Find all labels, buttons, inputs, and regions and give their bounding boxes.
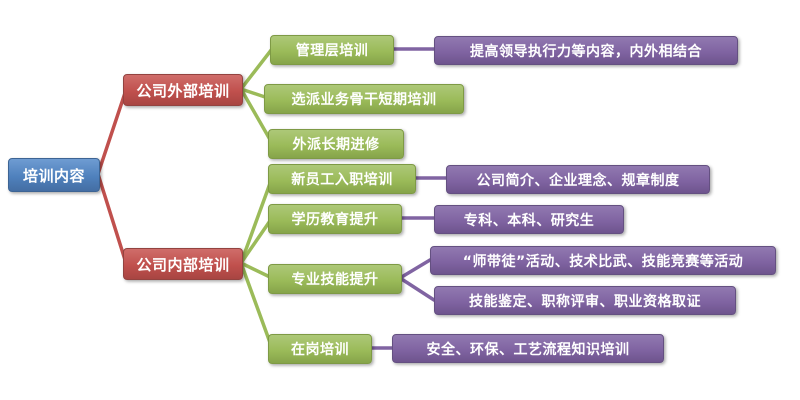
branch-internal-training: 公司内部培训: [123, 248, 243, 280]
topic-on-the-job-training: 在岗培训: [268, 334, 372, 364]
root-branch-connectors: [96, 88, 128, 265]
topic-detail-connectors: [368, 47, 448, 350]
topic-backbone-short-term-training: 选派业务骨干短期培训: [264, 84, 464, 114]
root-node: 培训内容: [8, 158, 100, 192]
detail-on-the-job: 安全、环保、工艺流程知识培训: [392, 334, 664, 363]
detail-skills-activities: “师带徒”活动、技术比武、技能竞赛等活动: [430, 246, 776, 275]
topic-long-term-external-study: 外派长期进修: [268, 129, 404, 159]
topic-management-training: 管理层培训: [270, 35, 394, 65]
branch-topic-connectors: [239, 47, 274, 350]
detail-education-upgrade: 专科、本科、研究生: [434, 205, 624, 234]
detail-management-training: 提高领导执行力等内容，内外相结合: [434, 36, 738, 65]
topic-professional-skills: 专业技能提升: [268, 264, 402, 294]
detail-skills-certification: 技能鉴定、职称评审、职业资格取证: [434, 286, 736, 315]
topic-education-upgrade: 学历教育提升: [268, 204, 402, 234]
branch-external-training: 公司外部培训: [123, 74, 243, 106]
detail-onboarding: 公司简介、企业理念、规章制度: [446, 165, 710, 194]
topic-new-employee-onboarding: 新员工入职培训: [268, 164, 416, 194]
